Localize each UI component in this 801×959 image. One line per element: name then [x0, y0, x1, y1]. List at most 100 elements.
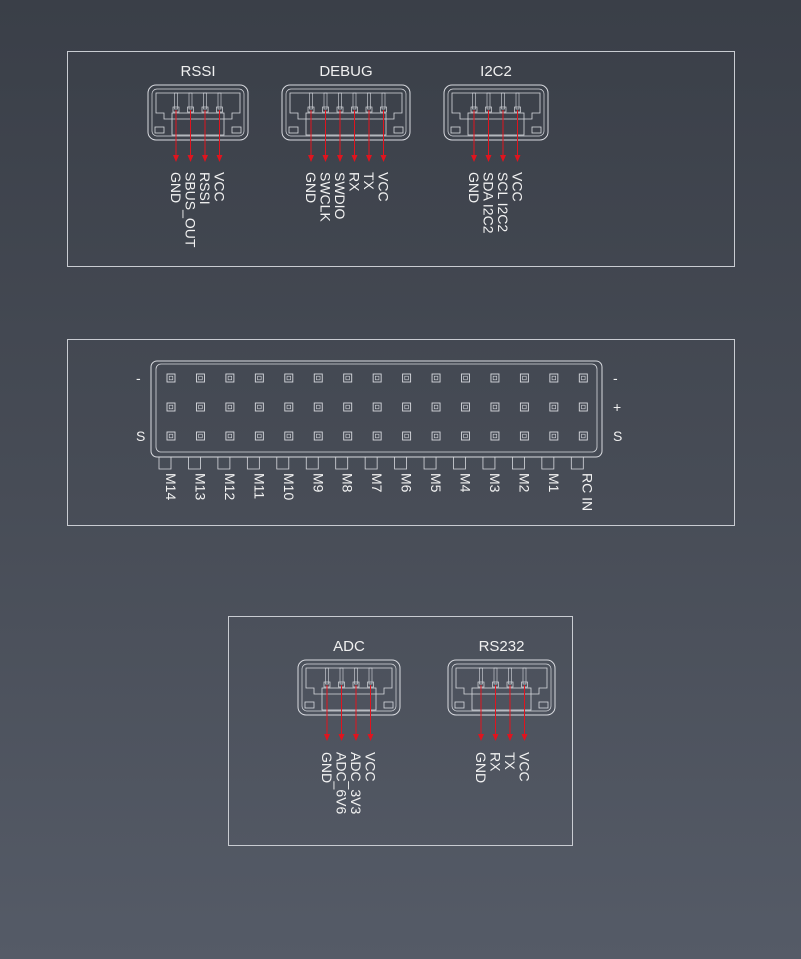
header-column-label: M5	[428, 473, 445, 493]
header-pin	[519, 373, 529, 383]
header-pin	[549, 402, 559, 412]
header-pin	[431, 431, 441, 441]
pin-label: SWCLK	[317, 172, 334, 222]
header-foot	[158, 457, 172, 470]
header-pin	[195, 431, 205, 441]
pin-label: RSSI	[197, 172, 213, 205]
pin-arrow-head	[492, 734, 499, 741]
pin-arrow-head	[380, 155, 387, 162]
pin-arrow-head	[353, 734, 359, 741]
header-pin	[166, 373, 176, 383]
pin-arrow-head	[324, 734, 330, 741]
header-pin	[372, 402, 382, 412]
servo-header-body	[150, 360, 603, 458]
connector-body-i2c2	[443, 84, 549, 141]
header-foot	[541, 457, 555, 470]
header-column-label: M1	[545, 473, 562, 493]
header-pin	[225, 431, 235, 441]
pin-label: SWDIO	[332, 172, 348, 220]
pin-arrow-head	[173, 155, 179, 162]
pin-arrow-head	[187, 155, 194, 162]
pin-arrow-head	[338, 734, 345, 741]
pin-label: VCC	[509, 172, 526, 202]
header-column-label: M11	[251, 473, 268, 500]
header-pin	[549, 373, 559, 383]
header-pin	[343, 373, 353, 383]
header-pin	[166, 431, 176, 441]
panel-servo-header	[67, 339, 735, 526]
header-pin	[343, 402, 353, 412]
pin-label: VCC	[375, 172, 392, 202]
connector-title-rssi: RSSI	[180, 63, 216, 80]
pin-label: GND	[319, 752, 335, 784]
header-pin	[431, 373, 441, 383]
header-foot	[482, 457, 496, 470]
connector-body-debug	[281, 84, 411, 141]
header-foot	[188, 457, 201, 470]
connector-title-rs232: RS232	[478, 638, 525, 655]
header-pin	[402, 431, 412, 441]
header-pin	[402, 402, 412, 412]
header-column-label: M12	[221, 473, 238, 501]
header-pin	[284, 373, 294, 383]
header-pin	[372, 373, 382, 383]
header-column-label: M8	[339, 473, 356, 493]
pin-arrow-head	[308, 155, 314, 162]
pin-label: ADC_6V6	[333, 752, 350, 815]
header-row-label-right: -	[613, 370, 618, 386]
header-pin	[284, 402, 294, 412]
header-pin	[490, 431, 500, 441]
pin-arrow-head	[337, 155, 343, 162]
pin-arrow-head	[471, 155, 477, 162]
connector-body-adc	[297, 659, 401, 716]
pin-arrow-head	[367, 734, 374, 741]
connector-title-i2c2: I2C2	[480, 63, 512, 80]
panel-bottom-connectors	[228, 616, 573, 846]
header-foot	[570, 457, 584, 470]
pin-label: GND	[466, 172, 482, 204]
pin-label: SDA I2C2	[480, 172, 497, 234]
header-foot	[364, 457, 378, 470]
header-column-label: M2	[516, 473, 533, 493]
pin-arrow-head	[216, 155, 223, 162]
header-pin	[313, 402, 323, 412]
header-pin	[549, 431, 559, 441]
header-foot	[512, 457, 525, 470]
header-pin	[490, 373, 500, 383]
pin-label: VCC	[516, 752, 533, 782]
pin-arrow-head	[507, 734, 513, 741]
pin-arrow-head	[521, 734, 528, 741]
pin-label: GND	[168, 172, 184, 204]
header-pin	[313, 373, 323, 383]
header-pin	[254, 373, 264, 383]
header-foot	[305, 457, 319, 470]
header-column-label: M10	[280, 473, 297, 501]
header-column-label: M9	[310, 473, 327, 493]
pin-arrow-head	[485, 155, 492, 162]
connector-title-debug: DEBUG	[319, 63, 373, 80]
pin-arrow-head	[322, 155, 329, 162]
header-column-label: M6	[398, 473, 415, 493]
header-pin	[519, 402, 529, 412]
header-column-label: RC IN	[579, 473, 596, 512]
pin-label: RX	[487, 752, 504, 772]
header-pin	[166, 402, 176, 412]
header-pin	[284, 431, 294, 441]
header-pin	[254, 431, 264, 441]
pin-label: VCC	[211, 172, 228, 202]
header-column-label: M14	[163, 473, 179, 501]
connector-body-rs232	[447, 659, 556, 716]
pin-label: SBUS_OUT	[182, 172, 199, 248]
header-foot	[423, 457, 437, 470]
header-foot	[335, 457, 349, 470]
header-foot	[276, 457, 290, 470]
connector-title-adc: ADC	[333, 638, 365, 655]
header-column-label: M4	[457, 473, 474, 493]
header-pin	[461, 373, 470, 383]
header-row-label-left: -	[136, 370, 141, 386]
pin-label: ADC_3V3	[348, 752, 364, 815]
header-foot	[246, 457, 260, 470]
header-column-label: M13	[192, 473, 209, 501]
pin-label: GND	[303, 172, 319, 204]
